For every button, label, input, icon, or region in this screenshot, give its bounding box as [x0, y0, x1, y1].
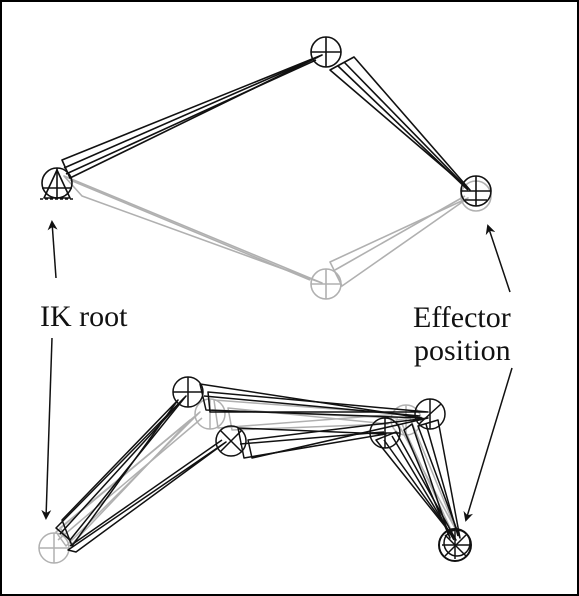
arrow-effector-down: [463, 367, 513, 522]
bone-dark-1-inner: [63, 56, 319, 169]
arrow-ik-root-down: [41, 337, 53, 520]
joint-circle-icon: [369, 417, 401, 449]
top-chain-light: [63, 175, 492, 300]
ik-root-triangle-icon: [40, 167, 74, 200]
effector-label-line1: Effector: [413, 301, 511, 334]
effector-joint-icon: [460, 175, 492, 207]
bone-light-1-inner: [69, 179, 311, 281]
effector-joint-icon: [438, 528, 472, 562]
bone-dark-2: [329, 56, 471, 191]
bottom-chain-dark: [55, 376, 472, 562]
bone-dark-2-inner: [337, 65, 469, 191]
bone-dark-1-inner-2: [65, 59, 317, 175]
arrow-effector-up: [485, 224, 511, 293]
joint-circle-icon: [172, 376, 204, 408]
joint-circle-icon: [414, 398, 446, 430]
effector-label-line2: position: [414, 334, 511, 367]
bone-dark-1: [61, 54, 323, 179]
top-chain-dark: [40, 36, 492, 207]
bone-light-2-inner: [334, 195, 466, 271]
bone-dark-2-inner-2: [343, 61, 469, 190]
ik-root-label: IK root: [40, 300, 128, 333]
joint-circle-icon: [215, 425, 247, 457]
bone-light-2: [329, 197, 469, 287]
arrow-ik-root-up: [47, 220, 58, 279]
joint-circle-icon: [310, 36, 342, 68]
bone-light-1: [63, 175, 323, 284]
arrows: [41, 220, 513, 522]
